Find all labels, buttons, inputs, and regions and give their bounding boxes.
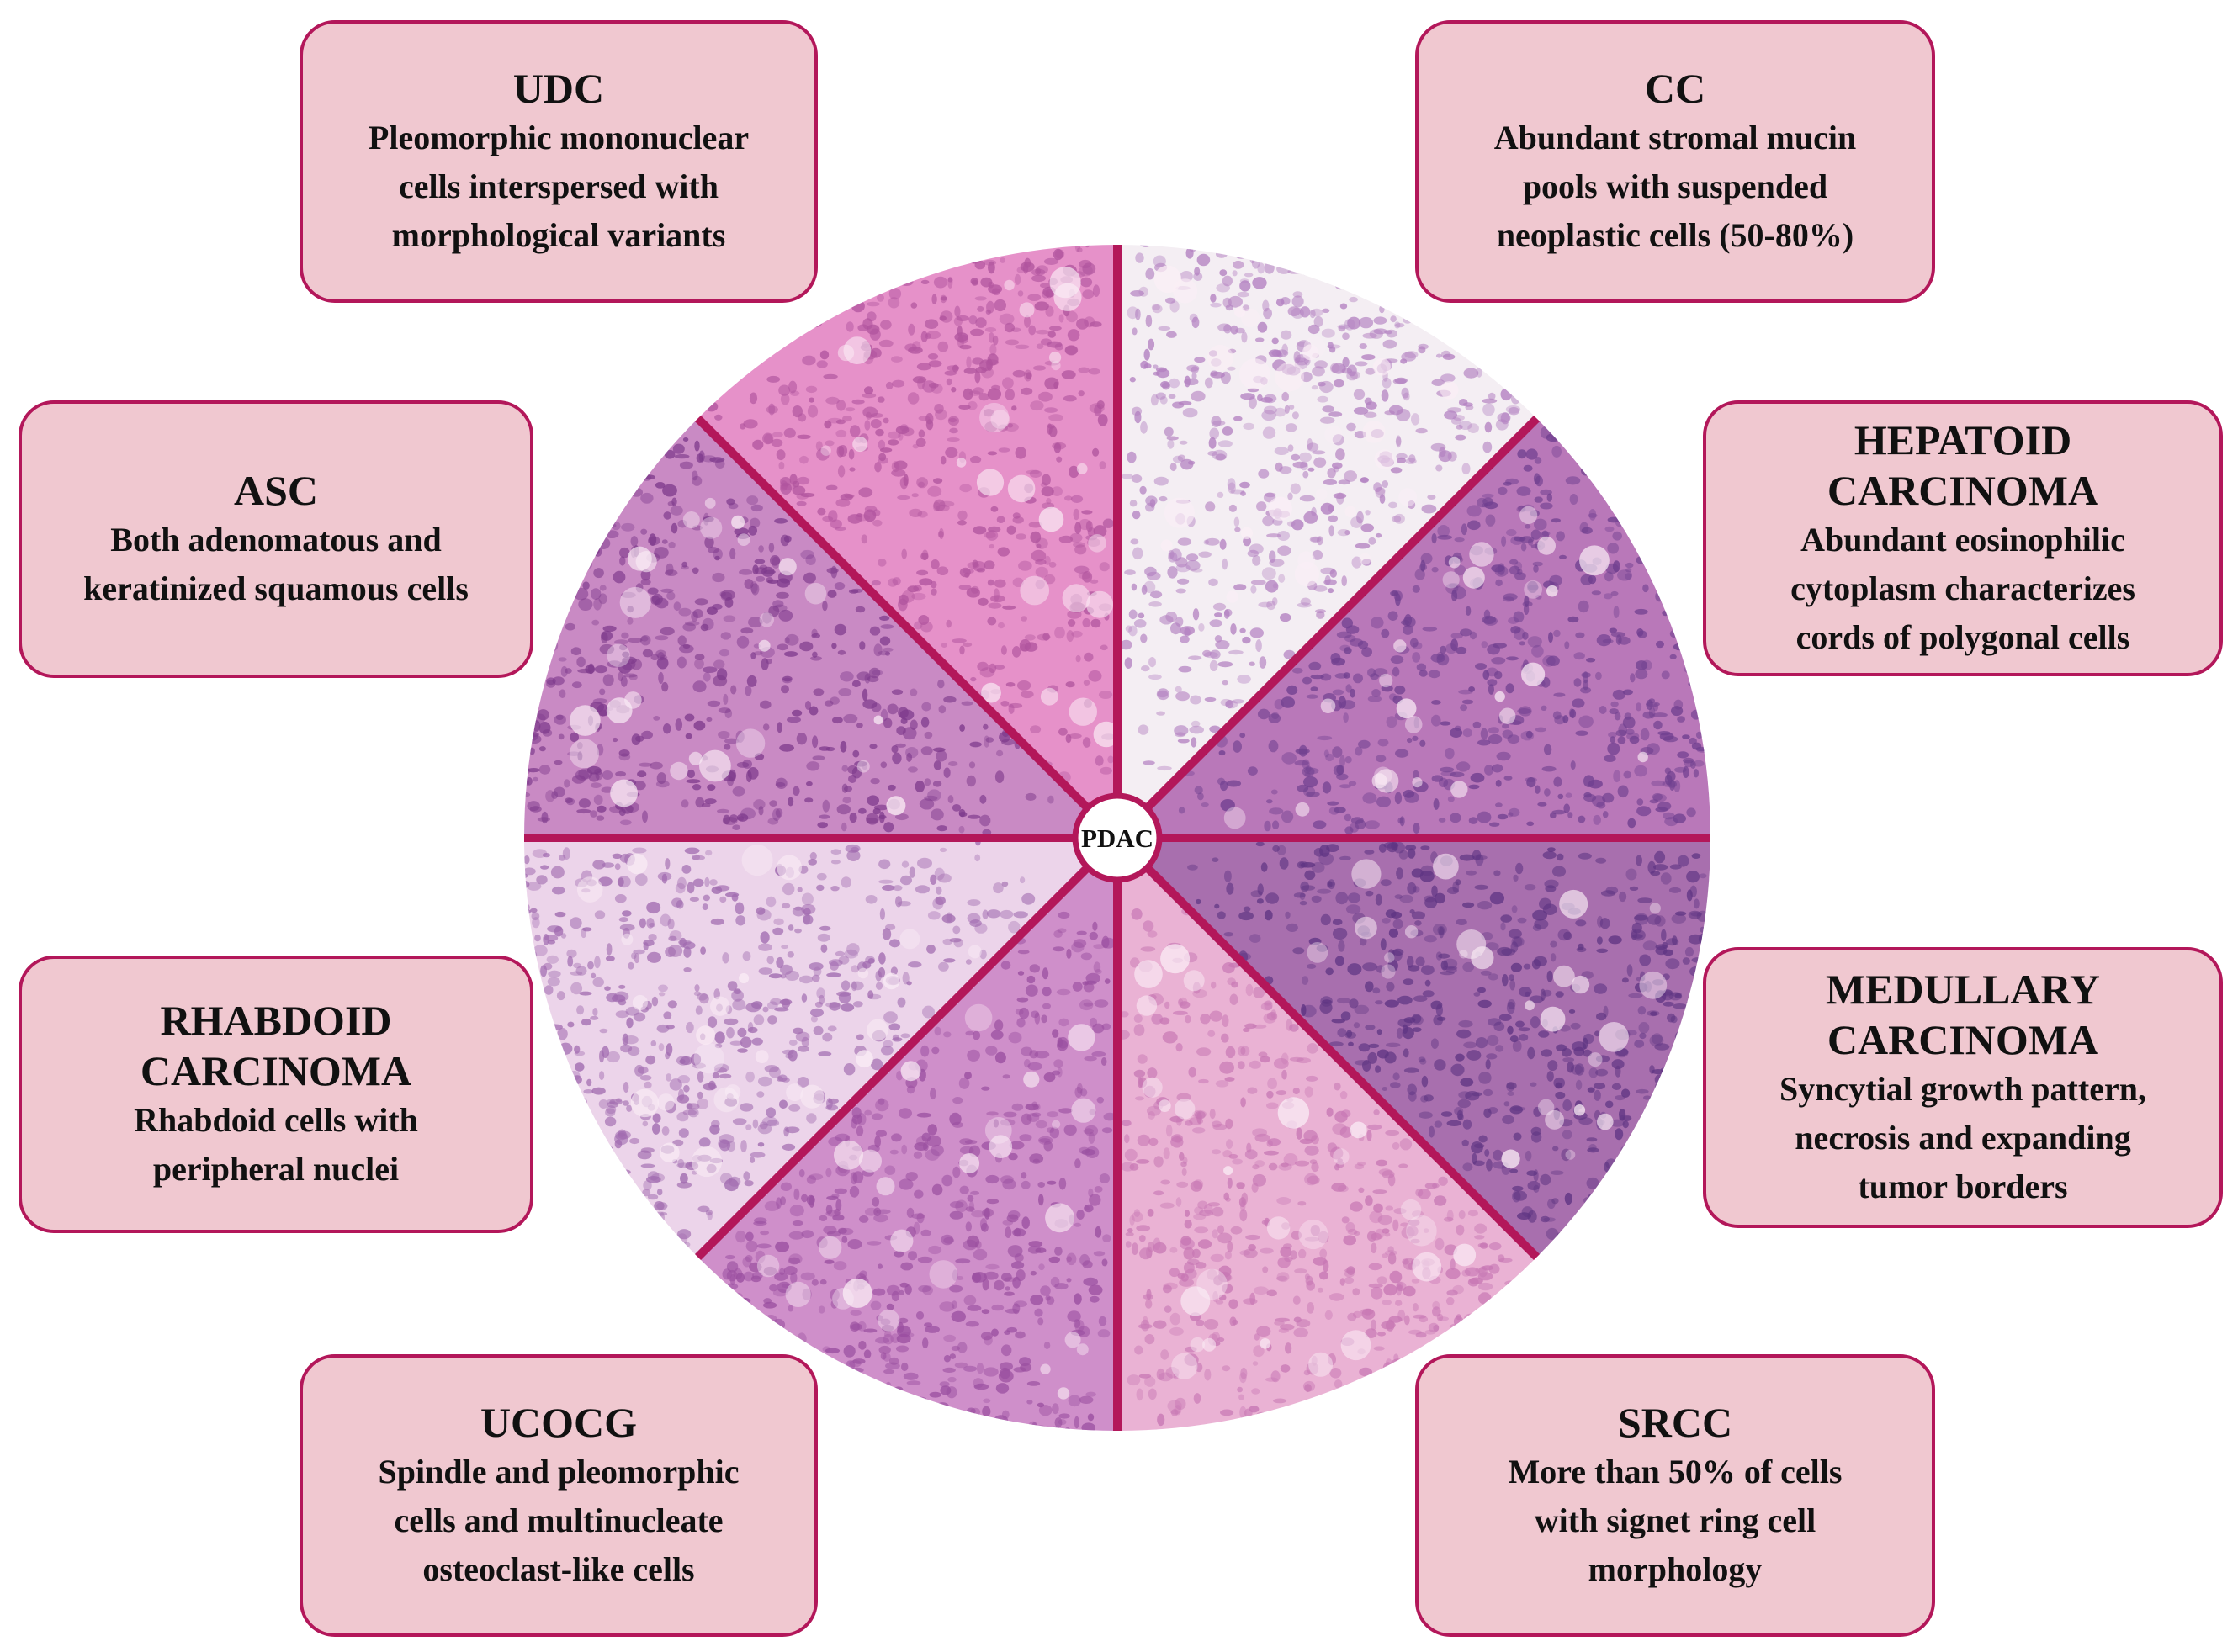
variant-box-cc: CC Abundant stromal mucin pools with suspe… (1415, 20, 1935, 303)
variant-description: cytoplasm characterizes (1790, 569, 2135, 607)
variant-description: neoplastic cells (50-80%) (1496, 216, 1854, 254)
variant-title: RHABDOID (160, 997, 392, 1044)
variant-description: Abundant eosinophilic (1800, 521, 2125, 559)
variant-description: cells and multinucleate (394, 1501, 724, 1539)
variant-description: keratinized squamous cells (83, 569, 469, 607)
variant-description: peripheral nuclei (152, 1150, 400, 1188)
variant-description: cells interspersed with (399, 167, 719, 205)
variant-title: UDC (512, 65, 605, 112)
sector-divider (1114, 834, 1541, 1261)
hub-circle (1072, 792, 1163, 883)
sector-texture-udc (704, 245, 1120, 783)
variant-description: Syncytial growth pattern, (1779, 1070, 2146, 1108)
variant-description: More than 50% of cells (1508, 1453, 1843, 1491)
variant-description: tumor borders (1858, 1168, 2068, 1205)
variant-description: necrosis and expanding (1795, 1119, 2131, 1157)
sector-divider (1114, 415, 1541, 841)
variant-description: Rhabdoid cells with (134, 1101, 418, 1139)
variant-description: cords of polygonal cells (1795, 618, 2130, 656)
sector-divider (694, 415, 1121, 841)
sector-texture-srcc (1115, 907, 1534, 1431)
variant-title: HEPATOID (1854, 416, 2072, 463)
hub-label: PDAC (1081, 823, 1153, 853)
variant-box-ucocg: UCOCG Spindle and pleomorphic cells and mu… (300, 1354, 818, 1637)
sector-divider (694, 834, 1121, 1261)
sector-texture-rhabdoid (524, 838, 1036, 1248)
variant-title: ASC (233, 467, 319, 514)
sector-texture-asc (524, 437, 1054, 836)
sector-texture-hepatoid (1178, 421, 1710, 834)
variant-box-asc: ASC Both adenomatous and keratinized squam… (19, 400, 533, 678)
variant-description: with signet ring cell (1534, 1501, 1816, 1539)
variant-title: CARCINOMA (140, 1047, 412, 1094)
variant-title: CARCINOMA (1827, 1016, 2099, 1063)
variant-description: osteoclast-like cells (422, 1550, 695, 1588)
variant-description: pools with suspended (1522, 167, 1828, 205)
variant-box-srcc: SRCC More than 50% of cells with signet ri… (1415, 1354, 1935, 1637)
variant-title: CARCINOMA (1827, 467, 2099, 514)
variant-description: Both adenomatous and (110, 521, 442, 559)
sector-texture-cc (1120, 245, 1521, 771)
variant-title: MEDULLARY (1825, 966, 2101, 1013)
variant-description: morphological variants (391, 216, 726, 254)
variant-description: Abundant stromal mucin (1493, 119, 1857, 156)
variant-title: UCOCG (480, 1399, 638, 1446)
variant-description: morphology (1588, 1550, 1763, 1588)
variant-box-udc: UDC Pleomorphic mononuclear cells interspe… (300, 20, 818, 303)
variant-description: Spindle and pleomorphic (378, 1453, 740, 1491)
variant-title: CC (1644, 65, 1706, 112)
variant-title: SRCC (1617, 1399, 1733, 1446)
variant-description: Pleomorphic mononuclear (368, 119, 750, 156)
